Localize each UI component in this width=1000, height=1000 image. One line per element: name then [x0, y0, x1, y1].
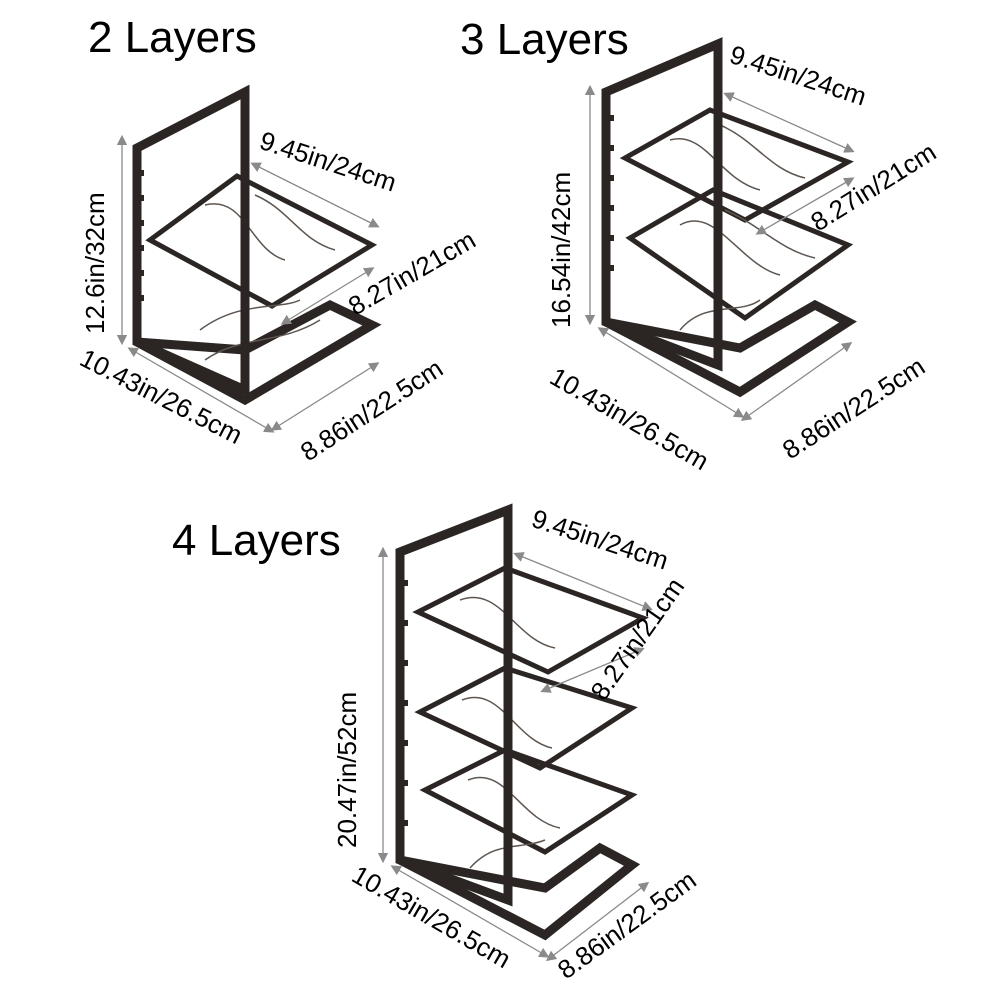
- rack-4-layers-illustration: [395, 503, 649, 941]
- shelf-width-label: 9.45in/24cm: [726, 39, 870, 111]
- panel-title: 4 Layers: [172, 516, 341, 565]
- base-depth-arrow: [740, 341, 853, 422]
- panel-title: 2 Layers: [88, 13, 257, 62]
- base-depth-label: 8.86in/22.5cm: [295, 353, 448, 467]
- shelf-width-arrow: [250, 162, 380, 228]
- panel-3-layers: 3 Layers 16.54in/42cm 9.45in/24cm: [460, 15, 941, 476]
- rack-2-layers-illustration: [132, 84, 382, 406]
- base-depth-label: 8.86in/22.5cm: [552, 865, 702, 985]
- shelf-depth-arrow: [540, 647, 645, 693]
- base-width-label: 10.43in/26.5cm: [545, 361, 714, 476]
- base-width-arrow: [127, 347, 275, 433]
- shelf-depth-arrow: [755, 177, 855, 235]
- base-width-arrow: [597, 327, 745, 418]
- shelf-width-arrow: [723, 92, 855, 153]
- base-depth-arrow: [270, 362, 380, 431]
- panel-title: 3 Layers: [460, 15, 629, 64]
- height-label: 12.6in/32cm: [80, 192, 110, 334]
- panel-4-layers: 4 Layers 20.47in/52cm: [172, 503, 702, 985]
- panel-2-layers: 2 Layers 12.6in/32cm 9.45in/24cm: [75, 13, 480, 467]
- shelf-depth-label: 8.27in/21cm: [584, 572, 690, 705]
- shelf-width-arrow: [513, 552, 653, 611]
- shelf-width-label: 9.45in/24cm: [256, 125, 400, 197]
- base-depth-label: 8.86in/22.5cm: [777, 351, 930, 465]
- base-width-arrow: [390, 865, 550, 958]
- shelf-depth-arrow: [280, 267, 375, 325]
- shelf-width-label: 9.45in/24cm: [528, 503, 672, 575]
- height-label: 16.54in/42cm: [546, 172, 576, 328]
- height-label: 20.47in/52cm: [332, 692, 362, 848]
- base-depth-arrow: [545, 881, 650, 962]
